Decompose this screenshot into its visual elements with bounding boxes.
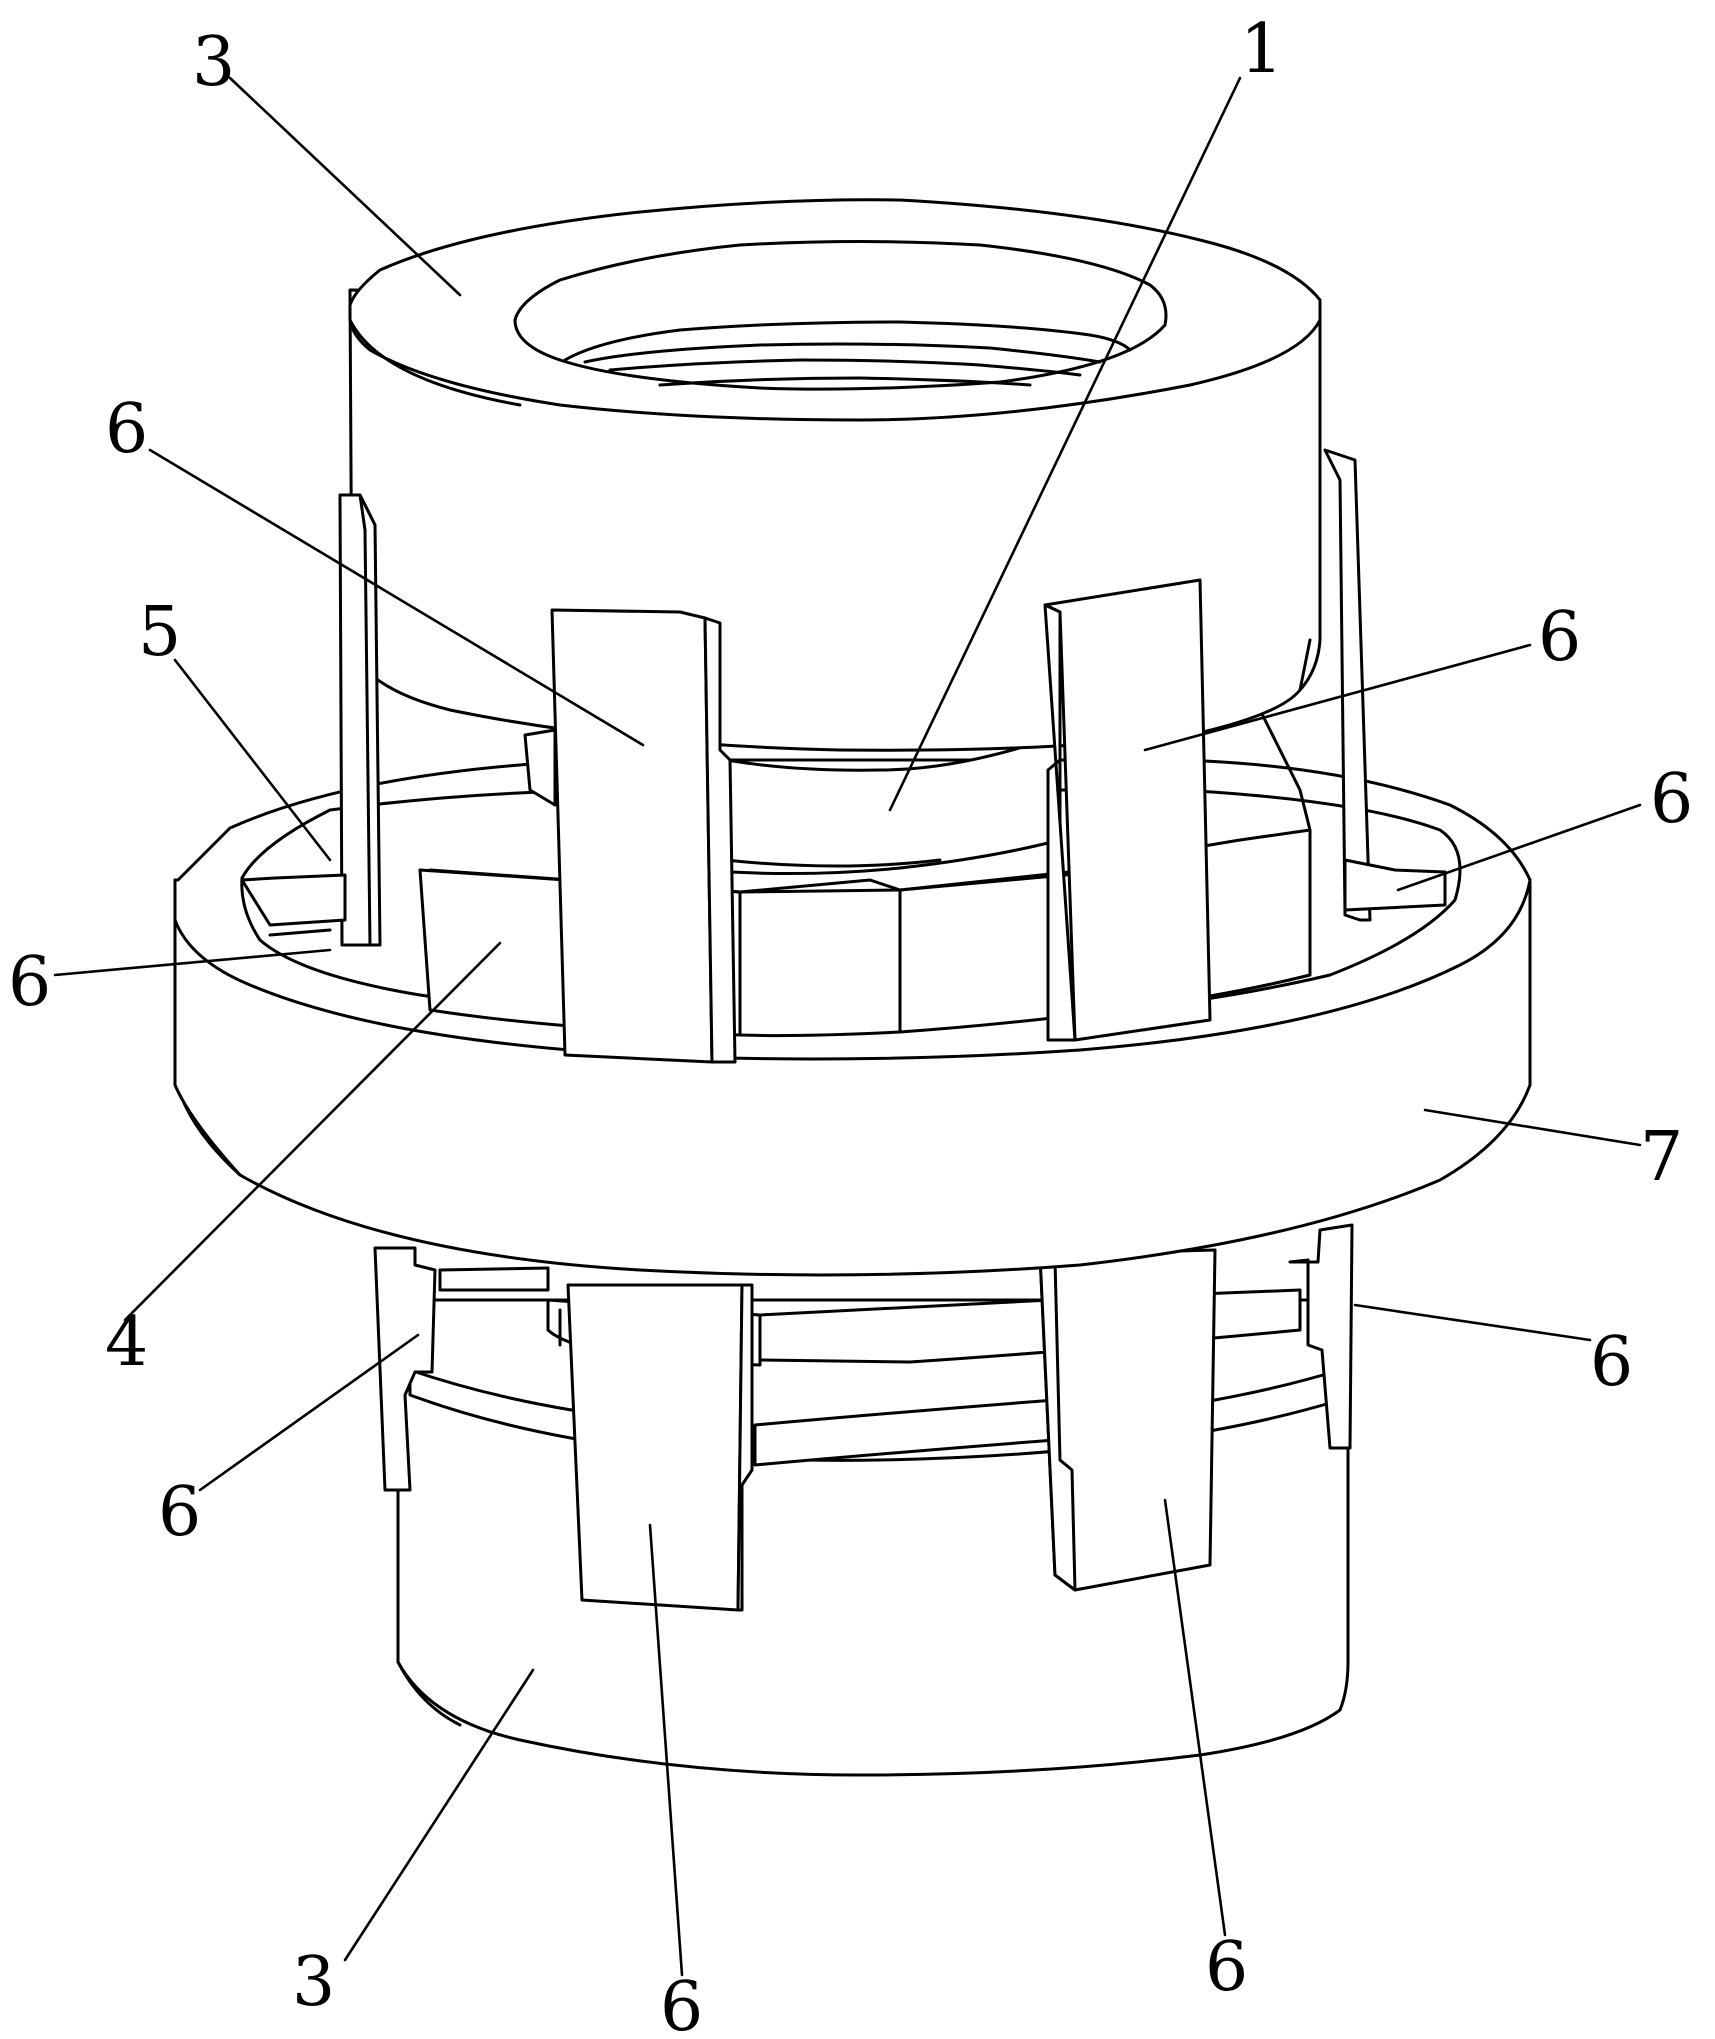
label-right-6: 6 bbox=[1650, 760, 1693, 839]
leader-lines bbox=[53, 76, 1642, 1977]
label-upper-right-6: 6 bbox=[1538, 598, 1581, 677]
label-top-center-1: 1 bbox=[1240, 10, 1283, 89]
lower-blade-right-outer bbox=[1288, 1223, 1354, 1450]
label-lower-left-6: 6 bbox=[158, 1473, 201, 1552]
label-center-4: 4 bbox=[105, 1303, 148, 1382]
label-left-5: 5 bbox=[138, 593, 181, 672]
label-bottom-right-6: 6 bbox=[1205, 1928, 1248, 2007]
upper-blade-left-outer bbox=[240, 493, 382, 947]
label-top-cap-3: 3 bbox=[192, 23, 235, 102]
label-ring-7: 7 bbox=[1640, 1118, 1683, 1197]
label-left-6: 6 bbox=[8, 943, 51, 1022]
label-bottom-mid-6: 6 bbox=[660, 1968, 703, 2039]
label-bottom-cap-3: 3 bbox=[292, 1943, 335, 2022]
label-lower-right-6: 6 bbox=[1590, 1323, 1633, 1402]
upper-blade-center-right bbox=[1043, 578, 1212, 1042]
upper-cap-top-face bbox=[348, 198, 1322, 422]
upper-blade-right-outer bbox=[1298, 448, 1447, 922]
lower-blade-left-outer bbox=[373, 1246, 437, 1492]
lower-blade-center-right bbox=[1038, 1248, 1217, 1592]
lower-blade-center-left bbox=[566, 1283, 754, 1612]
upper-blade-center-left bbox=[550, 608, 737, 1064]
label-upper-left-6: 6 bbox=[105, 390, 148, 469]
reference-labels: 3 1 6 6 5 6 6 7 6 4 6 3 6 6 bbox=[8, 10, 1693, 2039]
central-sleeve bbox=[523, 688, 1312, 876]
